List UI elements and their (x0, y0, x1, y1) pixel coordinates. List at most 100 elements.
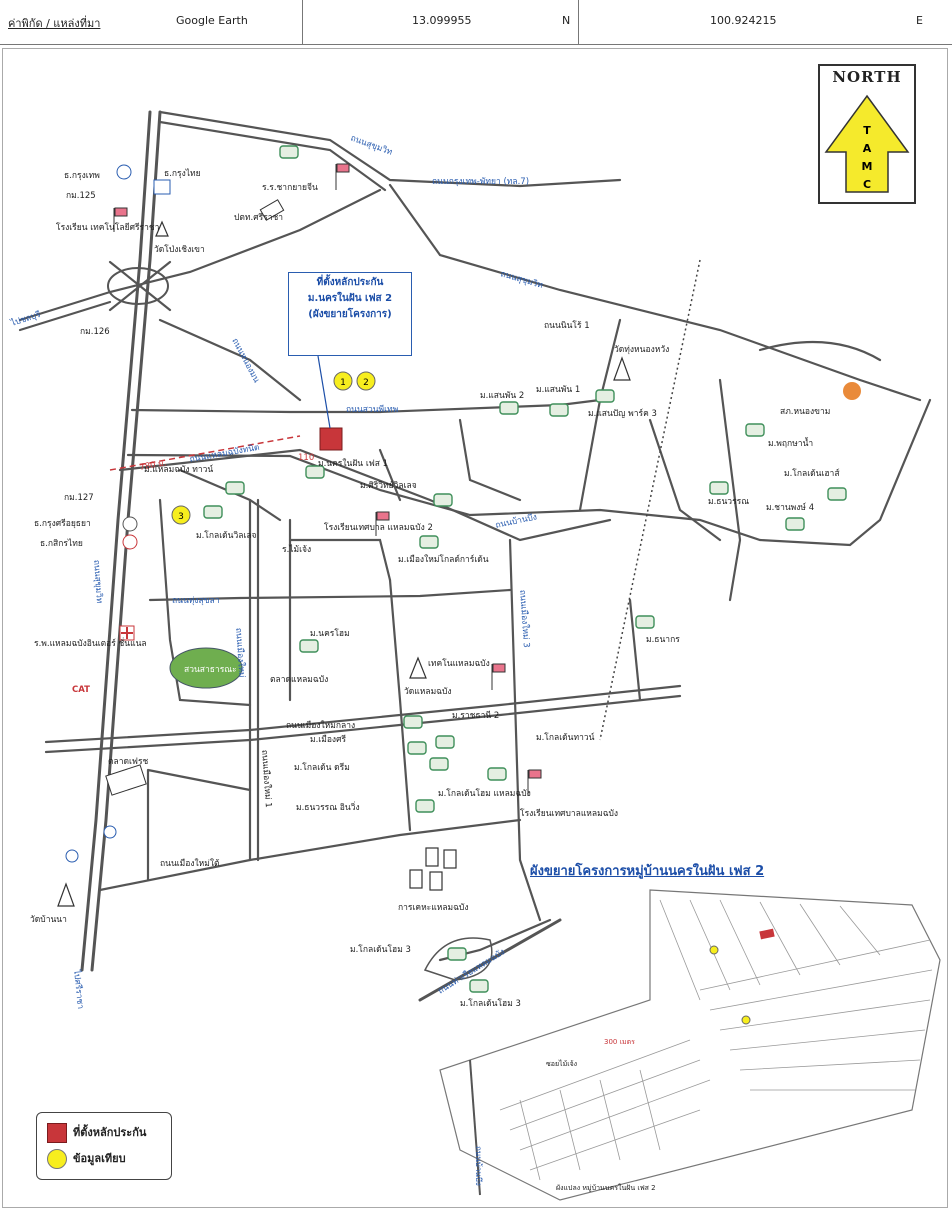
legend-row-reference: ข้อมูลเทียบ (47, 1149, 126, 1169)
north-letter-t: T (863, 124, 871, 137)
place-bank-ayudhya: ธ.กรุงศรีอยุธยา (34, 518, 91, 529)
place-m-golden-dream: ม.โกลเด้น ดรีม (294, 762, 350, 773)
place-sk-nongsam: สภ.หนองขาม (780, 407, 830, 417)
place-tech-laem: เทคโนแหลมฉบัง (428, 658, 490, 669)
road-label-bangkok-pattaya: ถนนกรุงเทพ-พัทยา (ทล.7) (432, 177, 529, 187)
place-krungthai: ธ.กรุงไทย (164, 168, 201, 179)
place-m-laem-town: ม.แหลมฉบัง ทาวน์ (144, 464, 213, 475)
road-label-sukhumvit-top: ถนนสุขุมวิท (349, 133, 394, 157)
place-wat-laem: วัดโป่งเชิงเขา (154, 244, 205, 255)
bank-ayudhya-icon (122, 516, 138, 532)
place-km125: กม.125 (66, 191, 96, 201)
legend-swatch-collateral (47, 1123, 67, 1143)
place-m-nakhon-phase1: ม.นครในฝัน เฟส 1 (318, 458, 388, 469)
road-label-mueang-mai-south: ถนนเมืองใหม่ใต้ (160, 858, 220, 869)
place-m-golden-town: ม.โกลเด้นทาวน์ (536, 732, 595, 743)
place-port-auth: การเคหะแหลมฉบัง (398, 903, 468, 913)
park-area (169, 647, 243, 689)
place-school-laem2: โรงเรียนเทศบาล แหลมฉบัง 2 (324, 522, 433, 533)
place-m-golden-home: ม.โกลเด้นโฮม แหลมฉบัง (438, 788, 531, 799)
latitude-unit: N (562, 14, 571, 27)
callout-line-2: ม.นครในฝัน เฟส 2 (307, 293, 393, 304)
collateral-marker (319, 427, 343, 451)
source-name: Google Earth (176, 14, 248, 27)
coord-label: ค่าพิกัด / แหล่งที่มา (8, 17, 101, 30)
marker-1: 1 (340, 378, 346, 388)
legend-row-collateral: ที่ตั้งหลักประกัน (47, 1123, 146, 1143)
market-building (105, 764, 147, 796)
north-letter-m: M (862, 160, 873, 173)
bank-icon-southwest (65, 849, 79, 863)
place-park: สวนสาธารณะ (184, 665, 237, 675)
bank-kasikorn-icon (122, 534, 138, 550)
place-bank-krungthep: ธ.กรุงเทพ (64, 171, 100, 181)
place-wat-nongkwang: วัดทุ่งหนองหวัง (614, 345, 669, 355)
place-m-golden-home3b: ม.โกลเด้นโฮม 3 (460, 998, 521, 1009)
road-label-to-rayong: ไปศรีราชา (71, 968, 86, 1009)
ptt-station (259, 199, 285, 221)
longitude-unit: E (916, 14, 923, 27)
place-school-left: โรงเรียน เทคโนโลยีศรีราชา (56, 222, 159, 233)
place-m-sanpan-park3: ม.แสนปัญ พาร์ค 3 (588, 408, 657, 419)
port-buildings (409, 847, 457, 891)
place-m-golden-home3: ม.โกลเด้นโฮม 3 (350, 944, 411, 955)
place-km127: กม.127 (64, 493, 94, 503)
place-m-yuanthong: ม.นครโฮม (310, 628, 350, 639)
place-m-pruksa: ม.พฤกษาน้ำ (768, 437, 813, 449)
place-m-thanawan-r: ม.ธนวรรณ อินวิ่ง (296, 801, 360, 813)
road-label-780: 780 ม. (139, 458, 168, 473)
road-label-ninbhi: ถนนนินโร้ 1 (544, 320, 590, 331)
legend-label-reference: ข้อมูลเทียบ (73, 1152, 126, 1165)
header-cell-lon: 100.924215 E (578, 0, 952, 44)
road-label-laemchabang: ถนนแหลมฉบังทนิต (189, 443, 261, 465)
pond-shape (423, 937, 493, 981)
legend-swatch-reference (47, 1149, 67, 1169)
map-frame (2, 48, 948, 1208)
place-m-sampong2: ม.แสนพัน 2 (480, 391, 524, 401)
place-m-mueangthong: ม.เมืองใหม่โกลด์การ์เด้น (398, 554, 489, 565)
place-m-rachathanee2: ม.ราชธานี 2 (452, 710, 499, 721)
road-label-mueang-mai: ถนนเมืองใหม่ (233, 627, 247, 678)
callout-line-1: ที่ตั้งหลักประกัน (316, 277, 384, 288)
place-market-right: ตลาดเฟรช (108, 757, 149, 767)
latitude-value: 13.099955 (412, 14, 472, 27)
railway-line (599, 259, 701, 741)
road-label-mueang-mai-3: ถนนเมืองใหม่ 3 (517, 589, 532, 648)
road-label-sukhumvit-east: ถนนสุขุมวิท (499, 269, 544, 291)
header-cell-source: ค่าพิกัด / แหล่งที่มา Google Earth (0, 0, 303, 44)
place-hospital: ร.พ.แหลมฉบังอินเตอร์ ชั่นแนล (34, 637, 147, 649)
road-label-mueang-mai-2: ถนนเมืองใหม่ 1 (259, 749, 274, 808)
road-label-mueang-mai-central: ถนนเมืองใหม่กลาง (286, 720, 355, 731)
north-arrow: NORTH T A M C (818, 64, 916, 204)
inset-road-mid: ซอยไม้เจ้ง (546, 1059, 577, 1068)
inset-plan (439, 889, 941, 1201)
legend-label-collateral: ที่ตั้งหลักประกัน (73, 1126, 147, 1139)
inset-caption: ผังแปลง หมู่บ้านนครในฝัน เฟส 2 (556, 1183, 656, 1192)
place-m-thanawan: ม.ธนวรรณ (708, 497, 749, 507)
distance-line-780 (109, 435, 301, 471)
place-m-thanakorn: ม.ธนากร (646, 635, 680, 645)
krungthai-icon (153, 179, 171, 195)
place-m-chanapoe4: ม.ชานพงษ์ 4 (766, 502, 814, 513)
place-km126: กม.126 (80, 327, 110, 337)
temple-icons (57, 220, 631, 907)
place-m-golden-village: ม.โกลเด้นวิลเลจ (196, 530, 257, 541)
reference-markers (171, 371, 376, 525)
inset-road-bottom: ถนนบ้านบึง (474, 1146, 483, 1186)
road-label-nongmon: ถนนหนองมน (229, 337, 261, 385)
collateral-callout: ที่ตั้งหลักประกัน ม.นครในฝัน เฟส 2 (ผังข… (288, 272, 412, 356)
place-m-siriwit: ม.ศิริวิทย์วิลเลจ (360, 480, 417, 491)
header-cell-lat: 13.099955 N (302, 0, 579, 44)
road-label-110: 110 (298, 453, 314, 463)
place-rr-chak: ร.ร.ชากยายจีน (262, 182, 318, 193)
marker-2: 2 (363, 378, 369, 388)
place-pt-sriracha: ปตท.ศรีราชา (234, 212, 283, 223)
bank-krungthep-icon (116, 164, 132, 180)
school-flags (113, 163, 542, 796)
longitude-value: 100.924215 (710, 14, 777, 27)
north-letter-a: A (863, 142, 872, 155)
road-label-thungsukhla: ถนนทุ่งสุขลา (172, 596, 220, 606)
place-wat-banna: วัดบ้านนา (30, 914, 67, 925)
place-m-sampong1: ม.แสนพัน 1 (536, 385, 580, 395)
